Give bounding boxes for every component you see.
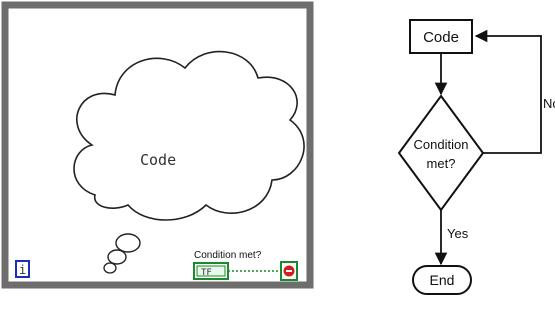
flowchart-diagram: Code Condition met? No Yes End <box>397 19 555 295</box>
yes-label: Yes <box>447 226 469 241</box>
no-label: No <box>543 96 555 111</box>
condition-label-line1: Condition <box>414 137 469 152</box>
code-cloud <box>73 50 305 221</box>
while-loop-diagram: Code Condition met? TF i <box>1 1 314 289</box>
end-terminator <box>412 265 472 295</box>
flowchart-code-label: Code <box>423 29 459 46</box>
cloud-code-label: Code <box>140 151 176 169</box>
no-loop-path <box>474 29 542 154</box>
boolean-terminal-text: TF <box>201 268 212 278</box>
thought-bubble <box>115 233 141 253</box>
condition-label-line2: met? <box>427 156 456 171</box>
stop-icon-bar <box>286 270 292 272</box>
iteration-terminal[interactable] <box>15 260 30 278</box>
thought-bubble <box>103 262 117 274</box>
boolean-terminal-inner <box>196 265 226 277</box>
condition-diamond <box>397 94 485 212</box>
condition-met-label: Condition met? <box>194 250 262 261</box>
end-label: End <box>430 272 455 288</box>
thought-bubble <box>107 249 127 265</box>
iteration-terminal-text: i <box>19 263 26 277</box>
